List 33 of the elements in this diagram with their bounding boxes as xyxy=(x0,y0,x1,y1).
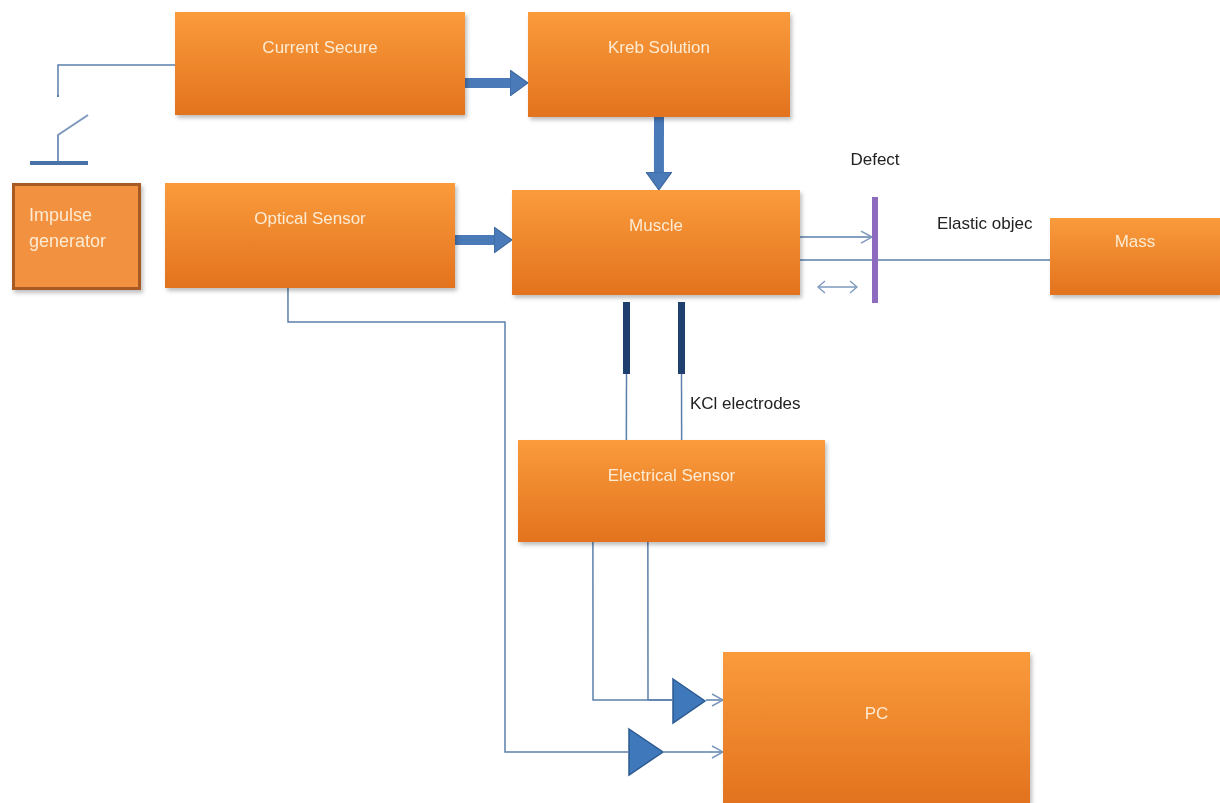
block-arrow xyxy=(465,69,529,97)
arrow xyxy=(663,745,724,759)
connector-line xyxy=(625,373,628,441)
electrode-bar xyxy=(678,302,685,374)
connector-line xyxy=(799,259,1051,261)
box-label: Electrical Sensor xyxy=(607,465,736,487)
box-label: Muscle xyxy=(629,215,683,237)
connector-line xyxy=(647,541,673,701)
block-arrow xyxy=(645,117,673,191)
process-box xyxy=(512,190,800,295)
box-label: Optical Sensor xyxy=(254,208,366,230)
process-box xyxy=(518,440,825,542)
process-box xyxy=(723,652,1030,803)
box-label: Impulse generator xyxy=(29,204,108,254)
process-box xyxy=(175,12,465,115)
process-box xyxy=(1050,218,1220,295)
box-label: Kreb Solution xyxy=(607,37,711,59)
electrode-bar xyxy=(623,302,630,374)
process-box xyxy=(528,12,790,117)
connector-line xyxy=(57,64,176,96)
box-label: Current Secure xyxy=(262,37,378,59)
process-box xyxy=(12,183,141,290)
bar-label: Defect xyxy=(849,150,901,170)
process-box xyxy=(165,183,455,288)
text-label: Elastic objec xyxy=(937,214,1033,234)
connector-line xyxy=(680,373,683,441)
text-label: KCl electrodes xyxy=(690,394,801,414)
box-label: Mass xyxy=(1114,231,1156,253)
arrow xyxy=(799,230,873,244)
connector-line xyxy=(287,287,629,753)
box-label: PC xyxy=(864,703,889,725)
block-arrow xyxy=(455,226,513,254)
arrow xyxy=(705,693,724,707)
